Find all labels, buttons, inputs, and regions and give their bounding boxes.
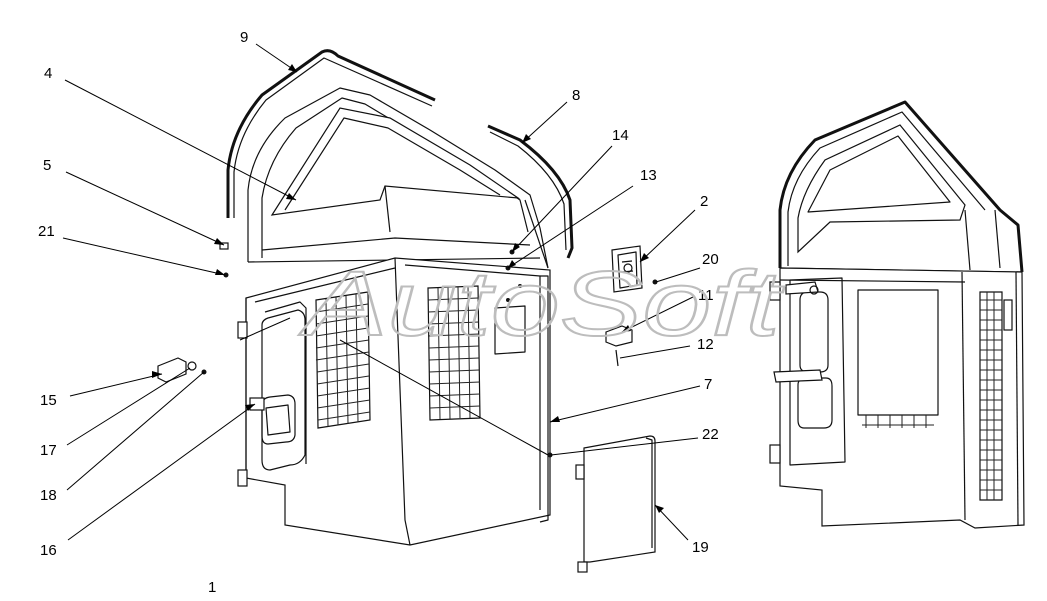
part-19-side-panel xyxy=(575,435,656,573)
callout-22: 22 xyxy=(702,426,719,443)
callout-13: 13 xyxy=(640,167,657,184)
part-22-fastener xyxy=(547,452,553,458)
callout-12: 12 xyxy=(697,336,714,353)
part-2-latch-assembly xyxy=(611,245,643,293)
part-5-clip xyxy=(219,242,229,250)
callout-5: 5 xyxy=(43,157,51,174)
callout-9: 9 xyxy=(240,29,248,46)
callout-14: 14 xyxy=(612,127,629,144)
watermark: AutoSoft xyxy=(298,253,784,355)
callout-2: 2 xyxy=(700,193,708,210)
callout-20: 20 xyxy=(702,251,719,268)
callout-17: 17 xyxy=(40,442,57,459)
callout-18: 18 xyxy=(40,487,57,504)
part-4-roof-frame xyxy=(247,87,549,269)
callout-labels: 9 4 8 14 13 5 2 21 20 11 12 15 7 17 22 1… xyxy=(38,29,719,596)
mesh-grid-left xyxy=(315,291,371,429)
callout-1: 1 xyxy=(208,579,216,596)
part-12-pin xyxy=(615,349,619,367)
assembled-view xyxy=(769,100,1025,529)
callout-8: 8 xyxy=(572,87,580,104)
exploded-assembly xyxy=(157,49,658,573)
part-15-handle xyxy=(157,357,187,383)
part-20-fastener xyxy=(652,279,658,285)
callout-11: 11 xyxy=(698,287,714,304)
part-21-fastener xyxy=(223,272,229,278)
callout-19: 19 xyxy=(692,539,709,556)
callout-7: 7 xyxy=(704,376,712,393)
callout-15: 15 xyxy=(40,392,57,409)
callout-16: 16 xyxy=(40,542,57,559)
mesh-grid-right xyxy=(427,285,481,421)
callout-21: 21 xyxy=(38,223,55,240)
leader-lines xyxy=(62,43,701,541)
callout-4: 4 xyxy=(44,65,52,82)
part-9-roof-seal xyxy=(226,49,436,218)
